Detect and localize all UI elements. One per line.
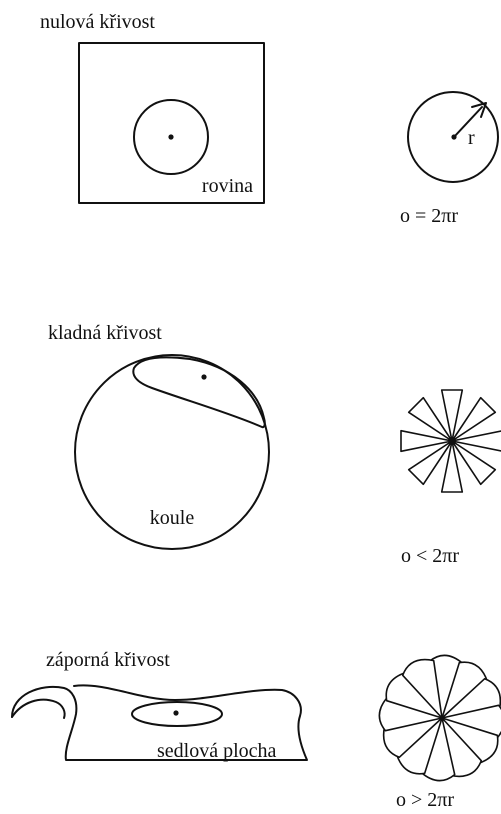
- plane-square: [78, 42, 265, 204]
- negative-curvature-ruffle: [378, 654, 501, 782]
- wedge: [407, 440, 453, 486]
- wedge: [400, 429, 453, 453]
- radius-arrowhead-icon: [471, 102, 487, 118]
- ruffle-wedge: [401, 658, 443, 719]
- zero-curvature-heading: nulová křivost: [40, 11, 155, 33]
- sphere-cap: [132, 356, 266, 429]
- saddle-patch: [131, 701, 223, 727]
- plane-center-dot: [168, 134, 174, 140]
- zero-curvature-formula: o = 2πr: [400, 205, 458, 227]
- flat-circle: [407, 91, 499, 183]
- saddle-patch-dot: [173, 710, 179, 716]
- wedge: [451, 396, 497, 442]
- radius-line: [453, 106, 483, 138]
- negative-curvature-heading: záporná křivost: [46, 649, 170, 671]
- plane-label: rovina: [202, 175, 253, 197]
- saddle-outline: [11, 684, 308, 762]
- negative-curvature-formula: o > 2πr: [396, 789, 454, 811]
- plane-circle: [133, 99, 209, 175]
- wedge: [451, 440, 497, 486]
- radius-label: r: [468, 127, 475, 149]
- saddle-label: sedlová plocha: [157, 740, 277, 762]
- wedge: [440, 389, 464, 442]
- wedge: [440, 440, 464, 493]
- wedge: [451, 430, 501, 452]
- sphere-label: koule: [150, 507, 195, 529]
- positive-curvature-wedges: [400, 389, 501, 493]
- wedge: [407, 396, 453, 442]
- sphere-cap-dot: [201, 374, 207, 380]
- positive-curvature-heading: kladná křivost: [48, 322, 162, 344]
- saddle-curl: [11, 698, 66, 719]
- sphere-outline: [74, 354, 270, 550]
- positive-curvature-formula: o < 2πr: [401, 545, 459, 567]
